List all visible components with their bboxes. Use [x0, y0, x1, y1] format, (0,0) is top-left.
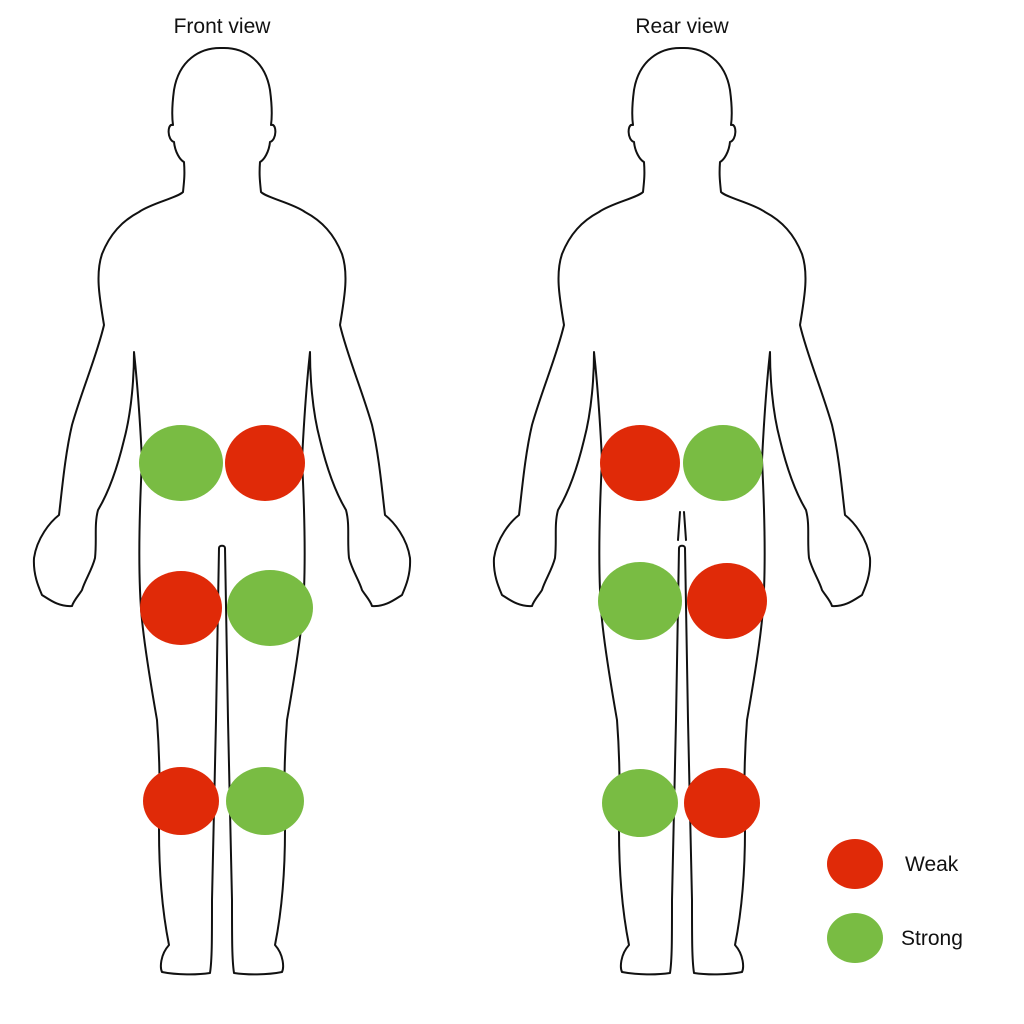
legend-weak-swatch [827, 839, 883, 889]
front-hip-right-marker [225, 425, 305, 501]
rear-hip-left-marker [600, 425, 680, 501]
front-thigh-left-marker [140, 571, 222, 645]
rear-knee-left-marker [602, 769, 678, 837]
rear-view-figure [492, 47, 872, 976]
rear-hip-right-marker [683, 425, 763, 501]
rear-view-markers [598, 425, 767, 838]
legend: Weak Strong [827, 839, 963, 963]
front-view-title: Front view [174, 15, 272, 38]
front-thigh-right-marker [227, 570, 313, 646]
legend-weak-label: Weak [905, 853, 959, 876]
front-view-markers [139, 425, 313, 835]
rear-thigh-left-marker [598, 562, 682, 640]
legend-strong-label: Strong [901, 927, 963, 950]
rear-body-outline-icon [492, 47, 872, 976]
front-knee-right-marker [226, 767, 304, 835]
legend-strong-swatch [827, 913, 883, 963]
front-hip-left-marker [139, 425, 223, 501]
front-knee-left-marker [143, 767, 219, 835]
front-body-outline-icon [32, 47, 412, 976]
rear-view-title: Rear view [635, 15, 729, 38]
front-view-figure [32, 47, 412, 976]
rear-buttock-crease-icon [677, 511, 687, 541]
rear-thigh-right-marker [687, 563, 767, 639]
rear-knee-right-marker [684, 768, 760, 838]
